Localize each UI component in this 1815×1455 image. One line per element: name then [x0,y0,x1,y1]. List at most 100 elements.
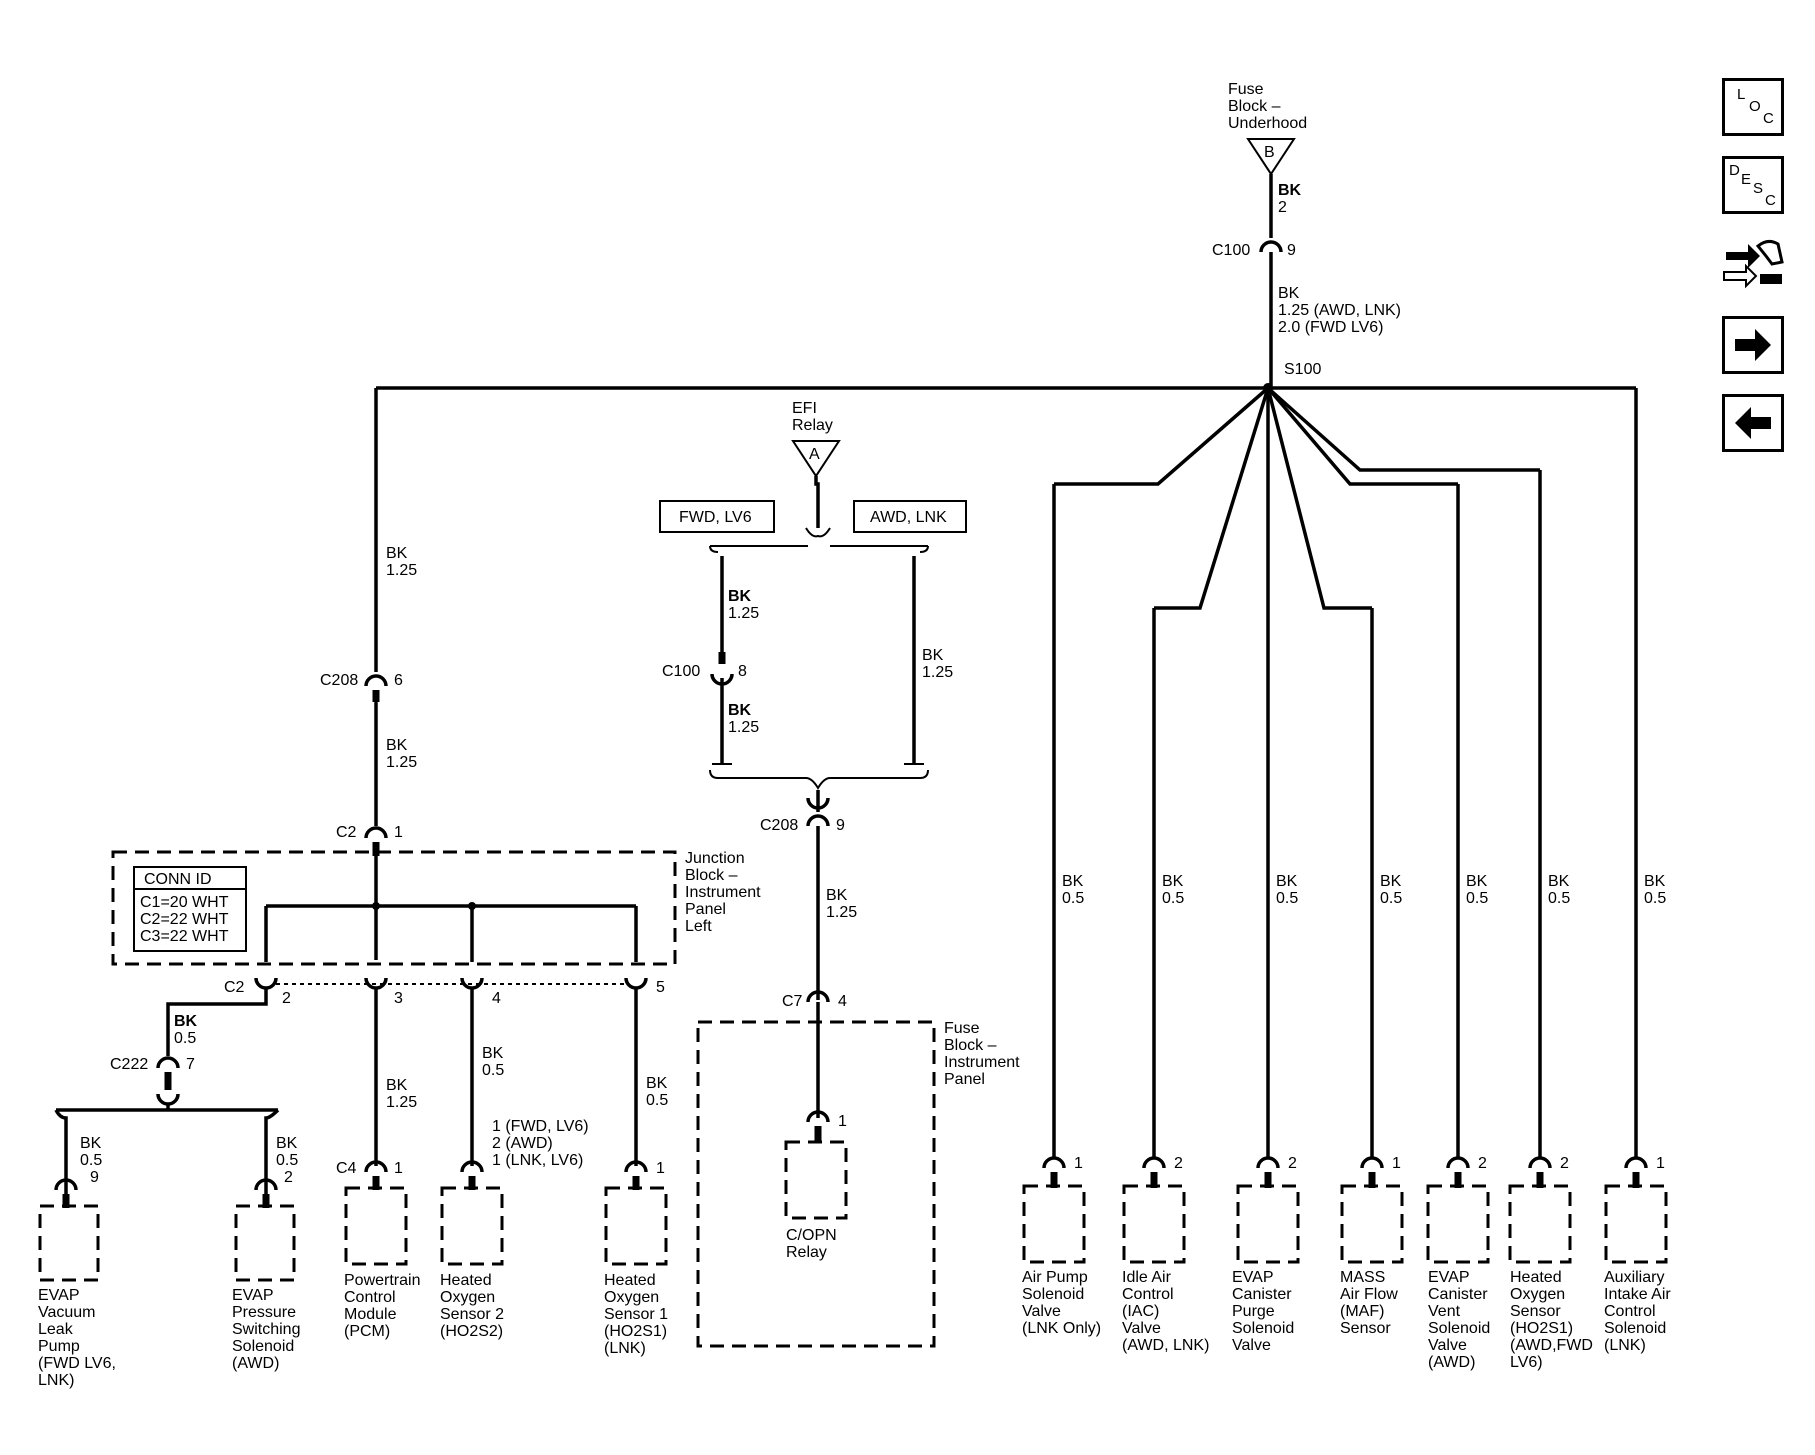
wire-mid-1: BK [1278,285,1300,302]
svg-text:0.5: 0.5 [174,1030,196,1047]
branch-4-label-1: MASS [1340,1269,1385,1286]
svg-text:2: 2 [282,990,291,1007]
svg-text:2 (AWD): 2 (AWD) [492,1135,553,1152]
branch-7-component [1604,1184,1668,1264]
branch-3-label-2: Canister [1232,1286,1292,1303]
svg-text:BK: BK [80,1135,102,1152]
branch-6-wire-color: BK [1548,873,1570,890]
svg-text:C1=20 WHT: C1=20 WHT [140,894,229,911]
wire-pin2 [166,988,268,1056]
svg-text:1.25: 1.25 [386,562,417,579]
branch-1-label-1: Air Pump [1022,1269,1088,1286]
svg-text:3: 3 [394,990,403,1007]
branch-6-label-5: (AWD,FWD [1510,1337,1593,1354]
desc-button[interactable]: D E S C [1722,156,1784,214]
wire-top-gauge-2: 2 [1278,199,1287,216]
branch-5-pin: 2 [1478,1155,1487,1172]
loc-button[interactable]: L O C [1722,78,1784,136]
branch-6-wire-size: 0.5 [1548,890,1570,907]
svg-text:Panel: Panel [944,1071,985,1088]
branch-5-wire-size: 0.5 [1466,890,1488,907]
svg-text:C7: C7 [782,993,803,1010]
branch-4-component [1340,1184,1404,1264]
svg-text:Heated: Heated [604,1272,656,1289]
branch-1-wire-size: 0.5 [1062,890,1084,907]
svg-text:BK: BK [386,545,408,562]
svg-text:0.5: 0.5 [646,1092,668,1109]
c208-left-connector: C208 6 [320,672,403,702]
branch-5-label-3: Vent [1428,1303,1461,1320]
svg-text:1: 1 [838,1113,847,1130]
branch-5-label-5: Valve [1428,1337,1467,1354]
svg-text:C/OPN: C/OPN [786,1227,837,1244]
svg-text:6: 6 [394,672,403,689]
svg-text:(FWD LV6,: (FWD LV6, [38,1355,116,1372]
svg-text:C4: C4 [336,1160,357,1177]
branch-1-label-2: Solenoid [1022,1286,1084,1303]
branch-2-label-2: Control [1122,1286,1174,1303]
svg-text:EFI: EFI [792,400,817,417]
branch-3-label-5: Valve [1232,1337,1271,1354]
svg-text:Pump: Pump [38,1338,80,1355]
efi-relay-reference: EFI Relay A [791,400,841,478]
svg-text:Switching: Switching [232,1321,300,1338]
svg-text:0.5: 0.5 [80,1152,102,1169]
branch-5-label-6: (AWD) [1428,1354,1475,1371]
branch-3-connector [1256,1156,1280,1169]
previous-page-button[interactable] [1722,394,1784,452]
svg-text:1 (LNK, LV6): 1 (LNK, LV6) [492,1152,583,1169]
svg-text:1: 1 [656,1160,665,1177]
svg-text:Module: Module [344,1306,397,1323]
branch-6-label-1: Heated [1510,1269,1562,1286]
next-page-button[interactable] [1722,316,1784,374]
svg-text:BK: BK [276,1135,298,1152]
wire-top-gauge-1: BK [1278,182,1302,199]
branch-7-connector [1624,1156,1648,1169]
svg-text:BK: BK [646,1075,668,1092]
svg-text:Instrument: Instrument [685,884,761,901]
fuse-underhood-label-1: Fuse [1228,81,1264,98]
desc-letter-d: D [1729,162,1740,179]
svg-text:9: 9 [90,1169,99,1186]
branch-6-label-2: Oxygen [1510,1286,1565,1303]
loc-letter-c: C [1763,110,1774,127]
svg-text:EVAP: EVAP [232,1287,274,1304]
wire-mid-2: 1.25 (AWD, LNK) [1278,302,1401,319]
branch-4-wire-size: 0.5 [1380,890,1402,907]
branch-4-label-2: Air Flow [1340,1286,1398,1303]
c100-top-connector: C100 9 [1212,240,1296,259]
svg-text:BK: BK [922,647,944,664]
c222-connector: C222 7 [110,1056,195,1106]
svg-text:Pressure: Pressure [232,1304,296,1321]
svg-text:Oxygen: Oxygen [440,1289,495,1306]
svg-text:Sensor 2: Sensor 2 [440,1306,504,1323]
svg-text:1.25: 1.25 [826,904,857,921]
branch-3-pin: 2 [1288,1155,1297,1172]
arrow-left-icon [1735,407,1771,439]
svg-text:1 (FWD, LV6): 1 (FWD, LV6) [492,1118,589,1135]
svg-text:Left: Left [685,918,712,935]
repair-tools-icon[interactable] [1720,232,1786,294]
svg-text:Control: Control [344,1289,396,1306]
branch-4-pin: 1 [1392,1155,1401,1172]
option-fwd-lv6: FWD, LV6 [659,500,775,533]
branch-6-pin: 2 [1560,1155,1569,1172]
conn-id-table: CONN ID C1=20 WHT C2=22 WHT C3=22 WHT [133,866,247,952]
svg-text:Junction: Junction [685,850,745,867]
c100-efi-connector: C100 8 [662,652,747,686]
branch-7-label-2: Intake Air [1604,1286,1671,1303]
branch-3-label-4: Solenoid [1232,1320,1294,1337]
arrow-right-icon [1735,329,1771,361]
fuse-block-underhood: Fuse Block – Underhood B [1228,81,1307,176]
branch-4-connector [1360,1156,1384,1169]
svg-text:(HO2S1): (HO2S1) [604,1323,667,1340]
fuse-block-ip [696,1020,936,1348]
branch-2-connector [1142,1156,1166,1169]
branch-5-label-4: Solenoid [1428,1320,1490,1337]
svg-text:Sensor 1: Sensor 1 [604,1306,668,1323]
ho2s1-component: 1 Heated Oxygen Sensor 1 (HO2S1) (LNK) [604,1160,668,1357]
svg-text:1: 1 [394,1160,403,1177]
